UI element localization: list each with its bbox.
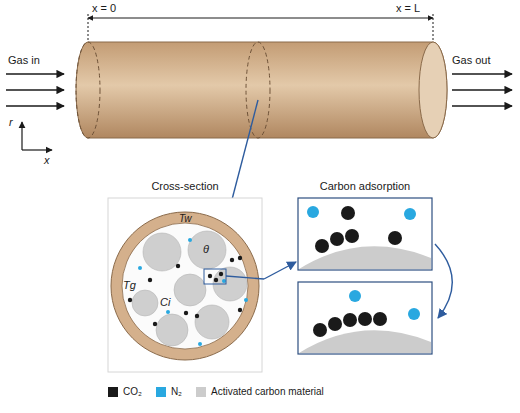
zoom-connector <box>264 262 296 279</box>
co2-molecule <box>328 317 342 331</box>
dimension-label: x = L <box>396 2 420 14</box>
symbol-label: Tg <box>123 279 136 291</box>
legend-item: N₂ <box>156 386 182 398</box>
n2-molecule <box>198 342 202 346</box>
n2-molecule <box>166 310 170 314</box>
flow-label: Gas out <box>452 54 491 66</box>
tube-interior <box>122 223 248 349</box>
co2-molecule <box>230 258 234 262</box>
co2-molecule <box>153 322 157 326</box>
tube-wall <box>111 212 259 360</box>
symbol-label: Tw <box>179 213 192 225</box>
gas-out-arrow <box>452 73 512 74</box>
tube-body <box>76 42 447 138</box>
adsorption-box <box>298 198 432 270</box>
co2-molecule <box>388 231 402 245</box>
co2-molecule <box>313 323 327 337</box>
n2-molecule <box>222 279 226 283</box>
co2-molecule <box>208 274 212 278</box>
co2-molecule <box>345 229 359 243</box>
zoom-window <box>204 269 226 284</box>
tube-group <box>76 42 447 138</box>
co2-molecule <box>373 312 387 326</box>
co2-molecule <box>341 206 355 220</box>
carbon-particle <box>156 314 188 346</box>
carbon-particle <box>195 305 229 339</box>
tube-inlet-end <box>76 42 100 138</box>
co2-molecule <box>195 314 199 318</box>
zoom-arrow <box>229 100 258 211</box>
gas-out-arrow <box>452 105 512 106</box>
axis-arrow <box>21 122 22 150</box>
axis-label: x <box>44 154 50 166</box>
flow-label: Gas in <box>8 54 40 66</box>
panel: Cross-section <box>106 180 264 374</box>
panel-frame <box>108 198 262 372</box>
panel: Carbon adsorption <box>296 180 434 272</box>
tube-outlet-end <box>419 42 447 138</box>
co2-molecule <box>128 298 132 302</box>
dimension-tick <box>88 14 89 40</box>
n2-molecule <box>138 266 142 270</box>
axis-arrow <box>22 149 52 150</box>
legend-swatch <box>108 387 118 397</box>
dimension-label: x = 0 <box>92 2 116 14</box>
n2-molecule <box>408 308 420 320</box>
co2-molecule <box>358 312 372 326</box>
dimension-line <box>88 18 433 19</box>
co2-molecule <box>343 313 357 327</box>
n2-molecule <box>244 298 248 302</box>
co2-molecule <box>238 308 242 312</box>
carbon-particle <box>143 233 181 271</box>
gas-in-arrow <box>6 73 64 74</box>
n2-molecule <box>188 238 192 242</box>
axis-label: r <box>9 116 13 128</box>
co2-molecule <box>330 232 344 246</box>
legend-text: N₂ <box>171 386 182 398</box>
gas-out-arrow <box>452 89 512 90</box>
legend-swatch <box>196 387 206 397</box>
legend-text: CO₂ <box>123 386 142 398</box>
adsorption-box <box>298 282 432 354</box>
gas-in-arrow <box>6 89 64 90</box>
n2-molecule <box>307 206 319 218</box>
co2-molecule <box>184 311 188 315</box>
legend: CO₂ N₂ Activated carbon material <box>108 386 338 398</box>
dimension-tick <box>433 14 434 40</box>
panel-heading: Cross-section <box>106 180 264 193</box>
carbon-particle <box>188 231 226 269</box>
section-plane <box>246 42 270 138</box>
carbon-particle <box>132 290 158 316</box>
n2-molecule <box>404 208 416 220</box>
n2-molecule <box>349 290 361 302</box>
legend-item: Activated carbon material <box>196 386 324 398</box>
symbol-label: θ <box>203 243 209 255</box>
symbol-label: Ci <box>160 296 170 308</box>
co2-molecule <box>219 272 223 276</box>
process-arrow <box>435 244 452 318</box>
co2-molecule <box>315 239 329 253</box>
co2-molecule <box>148 278 152 282</box>
legend-text: Activated carbon material <box>211 386 324 398</box>
gas-in-arrow <box>6 105 64 106</box>
legend-item: CO₂ <box>108 386 142 398</box>
zoom-leader <box>226 276 264 279</box>
carbon-particle <box>174 274 206 306</box>
co2-molecule <box>214 278 218 282</box>
panel-heading: Carbon adsorption <box>296 180 434 193</box>
legend-swatch <box>156 387 166 397</box>
co2-molecule <box>238 256 242 260</box>
co2-molecule <box>176 264 180 268</box>
